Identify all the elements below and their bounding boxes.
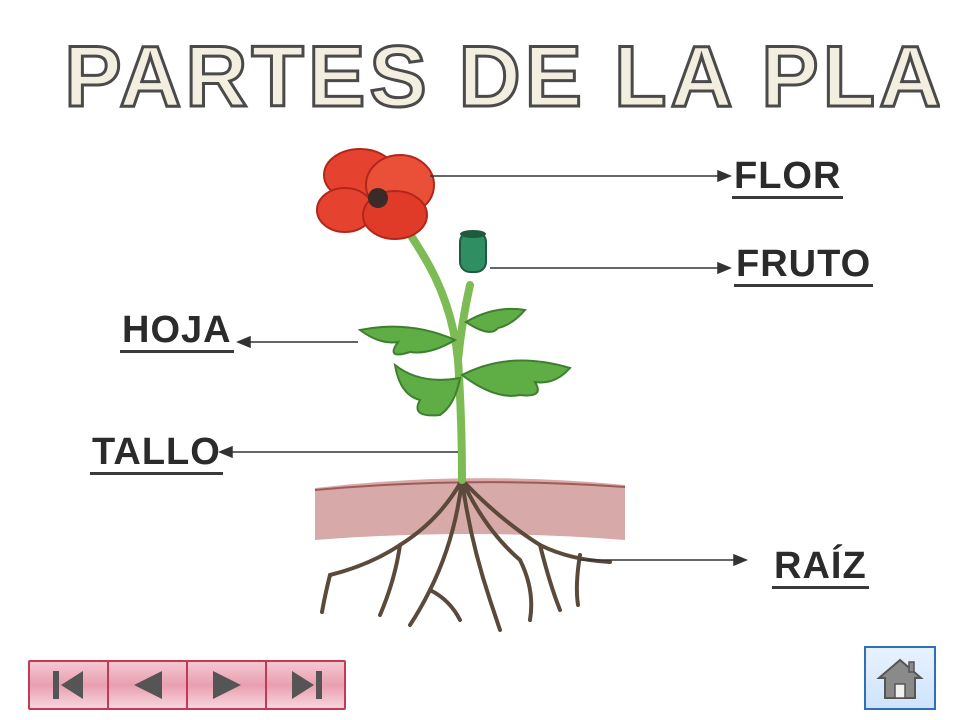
page-title-text: LAS PARTES DE LA PLANTA (40, 29, 940, 125)
roots (320, 478, 612, 632)
leaves (357, 307, 572, 417)
label-hoja: HOJA (120, 309, 234, 353)
skip-first-icon (52, 671, 83, 699)
skip-last-icon (291, 671, 322, 699)
pointer-lines (218, 169, 748, 567)
home-button[interactable] (864, 646, 936, 710)
leaf (464, 307, 527, 333)
page-title: LAS PARTES DE LA PLANTA (40, 28, 940, 127)
leaf (460, 359, 572, 397)
soil (314, 478, 626, 540)
prev-triangle-icon (133, 671, 162, 699)
next-triangle-icon (212, 671, 241, 699)
next-slide-button[interactable] (188, 662, 267, 708)
slide-navigation (28, 660, 346, 710)
label-tallo: TALLO (90, 431, 223, 475)
label-fruto: FRUTO (734, 243, 874, 287)
label-flor: FLOR (732, 155, 844, 199)
leaf (357, 325, 458, 356)
last-slide-button[interactable] (267, 662, 344, 708)
flower (316, 148, 435, 240)
first-slide-button[interactable] (30, 662, 109, 708)
previous-slide-button[interactable] (109, 662, 188, 708)
fruit (459, 230, 487, 273)
house-icon (876, 658, 924, 699)
label-raiz: RAÍZ (772, 545, 869, 589)
leaf (393, 362, 462, 417)
